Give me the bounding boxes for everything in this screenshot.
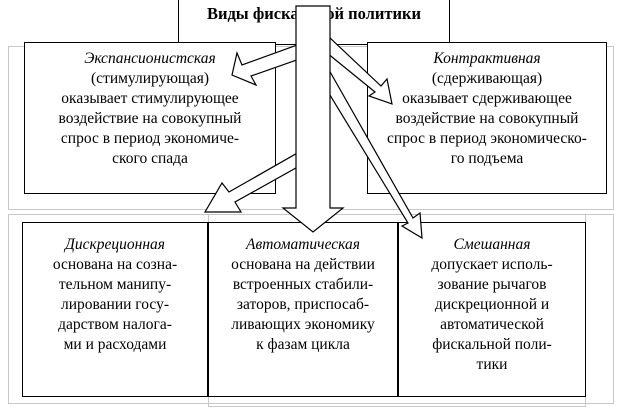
mixed-line: допускает исполь-: [431, 256, 553, 273]
expansionary-line: (стимулирующая): [91, 70, 209, 87]
expansionary-line: оказывает стимулирующее: [61, 90, 239, 107]
discretionary-line: основана на созна-: [52, 256, 178, 273]
mixed-line: тики: [476, 356, 508, 373]
discretionary-line: лировании госу-: [61, 296, 169, 313]
expansionary-line: ского спада: [112, 150, 188, 167]
contractionary-line: оказывает сдерживающее: [402, 90, 572, 107]
arrow-to-automatic: [281, 5, 345, 233]
contractionary-line: го подъема: [450, 150, 524, 167]
contractionary-line: спрос в период экономическо-: [387, 130, 587, 147]
mixed-policy-heading: Смешанная: [453, 236, 531, 253]
discretionary-policy-heading: Дискреционная: [65, 236, 165, 253]
contractionary-policy-box: Контрактивная (сдерживающая) оказывает с…: [367, 42, 607, 194]
mixed-policy-box: Смешанная допускает исполь- зование рыча…: [398, 222, 586, 397]
expansionary-line: спрос в период экономиче-: [60, 130, 240, 147]
expansionary-policy-heading: Экспансионистская: [84, 50, 216, 67]
automatic-policy-box: Автоматическая основана на действии встр…: [208, 222, 398, 397]
discretionary-line: дарством налога-: [58, 316, 172, 333]
automatic-line: основана на действии: [231, 256, 375, 273]
arrow-to-contractionary: [314, 37, 393, 105]
mixed-line: автоматической: [440, 316, 544, 333]
contractionary-line: (сдерживающая): [431, 70, 543, 87]
contractionary-policy-heading: Контрактивная: [433, 50, 541, 67]
mixed-line: зование рычагов: [437, 276, 547, 293]
mixed-line: фискальной поли-: [432, 336, 552, 353]
discretionary-line: ми и расходами: [63, 336, 167, 353]
contractionary-line: воздействие на совокупный: [395, 110, 579, 127]
discretionary-policy-box: Дискреционная основана на созна- тельном…: [22, 222, 208, 397]
automatic-line: встроенных стабили-: [232, 276, 374, 293]
automatic-line: к фазам цикла: [256, 336, 350, 353]
automatic-line: заторов, приспосаб-: [236, 296, 370, 313]
automatic-policy-heading: Автоматическая: [246, 236, 360, 253]
mixed-line: дискреционной и: [434, 296, 550, 313]
automatic-line: ливающих экономику: [231, 316, 375, 333]
expansionary-line: воздействие на совокупный: [58, 110, 242, 127]
discretionary-line: тельном манипу-: [58, 276, 172, 293]
